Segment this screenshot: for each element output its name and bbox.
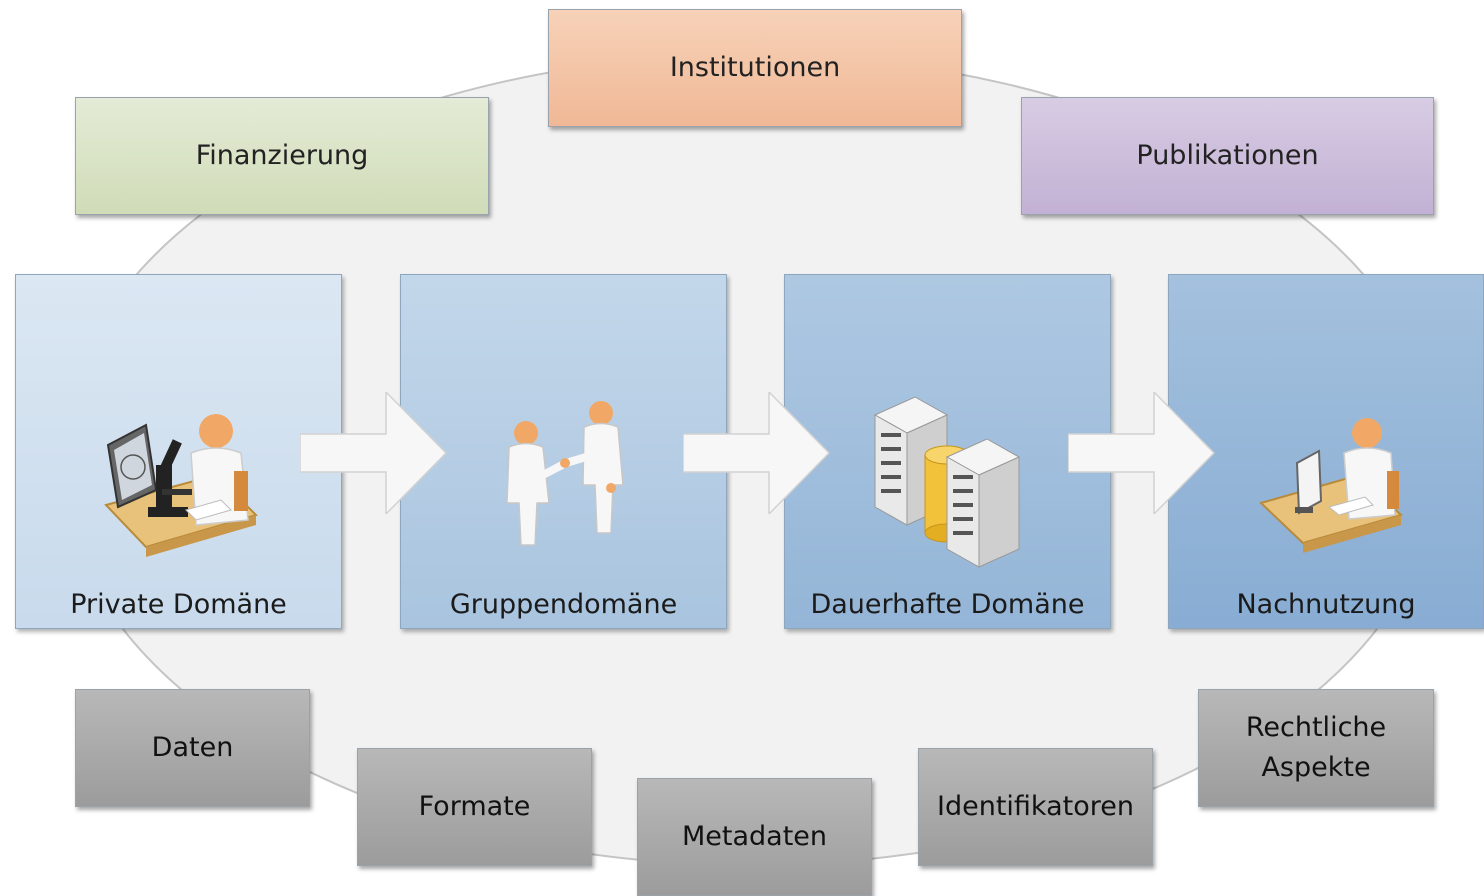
handshake-people-icon — [506, 401, 624, 546]
finanzierung-label: Finanzierung — [195, 140, 369, 171]
formate-label: Formate — [418, 791, 531, 822]
daten-label: Daten — [151, 732, 234, 763]
aspekte-label: Aspekte — [1261, 752, 1371, 783]
institutionen-box: Institutionen — [548, 9, 962, 127]
arrow-right-icon — [300, 392, 447, 514]
finanzierung-box: Finanzierung — [75, 97, 489, 215]
permanent-domain-label: Dauerhafte Domäne — [810, 589, 1085, 620]
metadaten-box: Metadaten — [637, 778, 872, 896]
server-database-icon — [873, 396, 1021, 568]
private-domain-box: Private Domäne — [15, 274, 342, 629]
formate-box: Formate — [357, 748, 592, 866]
identifikatoren-box: Identifikatoren — [918, 748, 1153, 866]
publikationen-label: Publikationen — [1136, 140, 1319, 171]
publikationen-box: Publikationen — [1021, 97, 1434, 215]
reuse-domain-box: Nachnutzung — [1168, 274, 1484, 629]
institutionen-label: Institutionen — [669, 52, 841, 83]
identifikatoren-label: Identifikatoren — [937, 791, 1134, 822]
group-domain-box: Gruppendomäne — [400, 274, 727, 629]
private-domain-label: Private Domäne — [70, 589, 287, 620]
arrow-right-icon — [1068, 392, 1215, 514]
group-domain-label: Gruppendomäne — [449, 589, 678, 620]
person-computer-icon — [1259, 418, 1403, 553]
rechtliche-label: Rechtliche — [1245, 712, 1387, 743]
arrow-right-icon — [683, 392, 830, 514]
permanent-domain-box: Dauerhafte Domäne — [784, 274, 1111, 629]
metadaten-label: Metadaten — [681, 821, 828, 852]
reuse-domain-label: Nachnutzung — [1236, 589, 1416, 620]
scientist-microscope-icon — [104, 414, 258, 557]
daten-box: Daten — [75, 689, 310, 807]
rechtliche-aspekte-box: Rechtliche Aspekte — [1198, 689, 1434, 807]
